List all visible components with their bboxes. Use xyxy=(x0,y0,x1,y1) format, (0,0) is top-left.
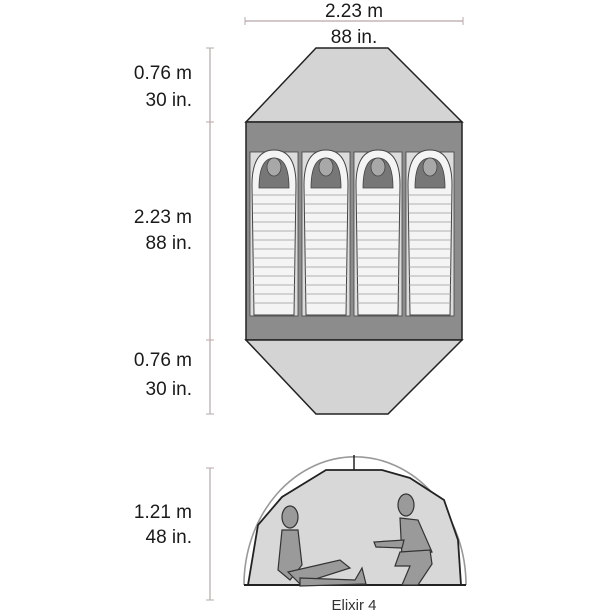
rear-vestibule-metric: 0.76 m xyxy=(134,350,192,371)
sleeping-bag xyxy=(301,149,351,317)
head xyxy=(318,157,334,177)
crouching-figure xyxy=(373,493,433,586)
sleeping-bag xyxy=(405,149,455,317)
model-caption: Elixir 4 xyxy=(331,597,376,613)
bag-shell xyxy=(407,149,453,316)
rear-vestibule-imperial: 30 in. xyxy=(146,379,192,400)
front-vestibule xyxy=(244,47,464,123)
sleeping-bag xyxy=(353,149,403,317)
seated-figure xyxy=(277,505,367,587)
head xyxy=(422,157,438,177)
body-length-metric: 2.23 m xyxy=(134,207,192,228)
dim-ticks xyxy=(206,47,214,415)
front-vestibule-metric: 0.76 m xyxy=(134,63,192,84)
rear-vestibule xyxy=(244,339,464,415)
width-metric: 2.23 m xyxy=(325,1,383,22)
height-imperial: 48 in. xyxy=(146,527,192,548)
width-imperial: 88 in. xyxy=(331,27,377,48)
sleepers xyxy=(249,149,455,317)
front-vestibule-imperial: 30 in. xyxy=(146,90,192,111)
bag-shell xyxy=(355,149,401,316)
head xyxy=(370,157,386,177)
bag-shell xyxy=(303,149,349,316)
height-metric: 1.21 m xyxy=(134,502,192,523)
bag-shell xyxy=(251,149,297,316)
sleeping-bag xyxy=(249,149,299,317)
head xyxy=(266,157,282,177)
body-length-imperial: 88 in. xyxy=(146,233,192,254)
